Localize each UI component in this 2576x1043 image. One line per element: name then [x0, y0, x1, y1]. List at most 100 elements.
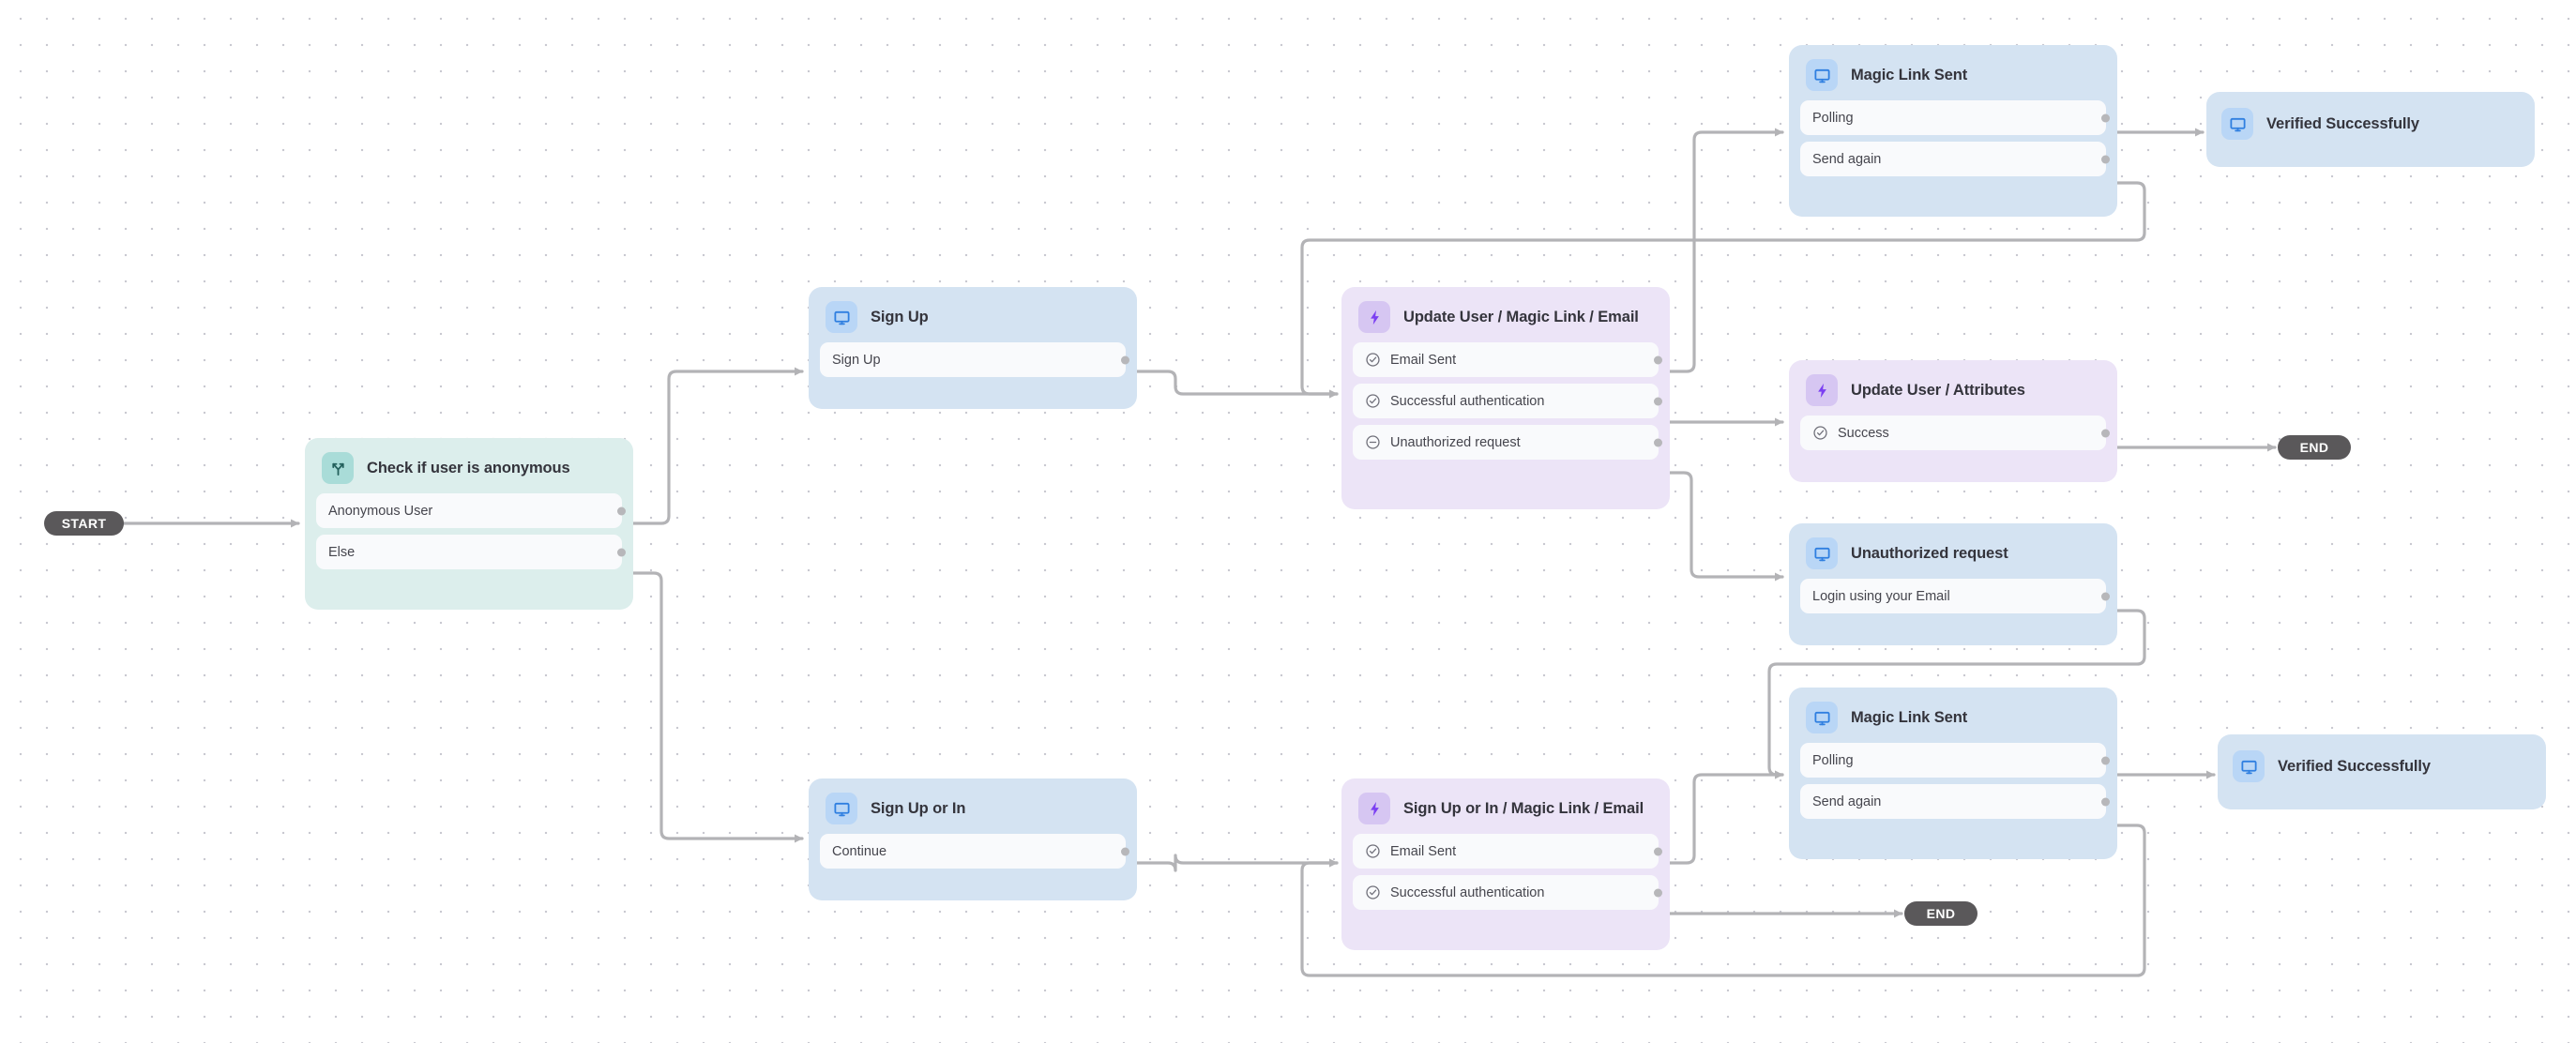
row-successful-authentication[interactable]: Successful authentication — [1353, 875, 1662, 910]
row-output-port[interactable] — [1654, 888, 1662, 897]
row-polling[interactable]: Polling — [1800, 743, 2110, 778]
node-title: Sign Up or In / Magic Link / Email — [1403, 799, 1644, 817]
branch-icon — [322, 452, 354, 484]
row-anonymous-user[interactable]: Anonymous User — [316, 493, 626, 528]
row-label: Email Sent — [1390, 843, 1457, 859]
node-rows: Login using your Email — [1800, 579, 2110, 613]
node-sign-up[interactable]: Sign Up Sign Up — [809, 287, 1137, 409]
node-verified-successfully-top[interactable]: Verified Successfully — [2206, 92, 2535, 167]
node-magic-link-sent-bottom[interactable]: Magic Link Sent Polling Send again — [1789, 688, 2117, 859]
edge-continue-to-signuporinmagic — [1127, 854, 1339, 872]
screen-icon — [826, 301, 857, 333]
end-terminal-bottom[interactable]: END — [1904, 901, 1977, 926]
row-output-port[interactable] — [2101, 113, 2110, 122]
row-send-again[interactable]: Send again — [1800, 784, 2110, 819]
node-sign-up-or-in[interactable]: Sign Up or In Continue — [809, 778, 1137, 900]
row-output-port[interactable] — [1654, 355, 1662, 364]
node-header: Sign Up or In / Magic Link / Email — [1353, 790, 1659, 827]
check-circle-icon — [1365, 884, 1381, 900]
row-output-port[interactable] — [2101, 155, 2110, 163]
screen-icon — [2233, 750, 2265, 782]
node-rows: Continue — [820, 834, 1129, 869]
node-update-user-attributes[interactable]: Update User / Attributes Success — [1789, 360, 2117, 482]
start-terminal[interactable]: START — [44, 511, 124, 536]
row-label: Success — [1838, 425, 1889, 441]
screen-icon — [1806, 537, 1838, 569]
node-rows: Polling Send again — [1800, 100, 2110, 176]
row-label: Else — [328, 544, 356, 560]
row-output-port[interactable] — [2101, 429, 2110, 437]
row-successful-authentication[interactable]: Successful authentication — [1353, 384, 1662, 418]
end-terminal-bottom-label: END — [1926, 906, 1956, 921]
row-label: Polling — [1812, 110, 1854, 126]
node-header: Magic Link Sent — [1800, 56, 2106, 94]
node-unauthorized-request[interactable]: Unauthorized request Login using your Em… — [1789, 523, 2117, 645]
bolt-icon — [1806, 374, 1838, 406]
node-title: Unauthorized request — [1851, 544, 2008, 562]
node-header: Update User / Attributes — [1800, 371, 2106, 409]
row-label: Continue — [832, 843, 887, 859]
row-email-sent[interactable]: Email Sent — [1353, 342, 1662, 377]
row-label: Successful authentication — [1390, 884, 1545, 900]
node-header: Verified Successfully — [2221, 105, 2520, 143]
row-label: Send again — [1812, 151, 1882, 167]
row-continue[interactable]: Continue — [820, 834, 1129, 869]
bolt-icon — [1358, 301, 1390, 333]
row-output-port[interactable] — [1654, 438, 1662, 446]
edge-unauthorized-to-unauthorizednode — [1654, 471, 1784, 582]
node-title: Sign Up — [871, 308, 929, 325]
row-label: Unauthorized request — [1390, 434, 1521, 450]
node-rows: Email Sent Successful authentication — [1353, 834, 1662, 910]
row-output-port[interactable] — [1121, 355, 1129, 364]
row-output-port[interactable] — [2101, 797, 2110, 806]
node-title: Magic Link Sent — [1851, 708, 1968, 726]
row-output-port[interactable] — [617, 506, 626, 515]
row-email-sent[interactable]: Email Sent — [1353, 834, 1662, 869]
node-rows: Anonymous User Else — [316, 493, 626, 569]
row-login-using-your-email[interactable]: Login using your Email — [1800, 579, 2110, 613]
end-terminal-top-label: END — [2299, 440, 2329, 455]
row-polling[interactable]: Polling — [1800, 100, 2110, 135]
row-label: Sign Up — [832, 352, 881, 368]
node-rows: Email Sent Successful authentication — [1353, 342, 1662, 460]
node-check-if-user-is-anonymous[interactable]: Check if user is anonymous Anonymous Use… — [305, 438, 633, 610]
row-label: Send again — [1812, 794, 1882, 809]
node-rows: Success — [1800, 416, 2110, 450]
check-circle-icon — [1365, 843, 1381, 859]
screen-icon — [1806, 59, 1838, 91]
minus-circle-icon — [1365, 434, 1381, 450]
node-title: Magic Link Sent — [1851, 66, 1968, 83]
node-header: Update User / Magic Link / Email — [1353, 298, 1659, 336]
screen-icon — [826, 793, 857, 824]
node-title: Update User / Magic Link / Email — [1403, 308, 1639, 325]
edge-emailsent-to-magiclinksent-top — [1654, 128, 1784, 373]
check-circle-icon — [1365, 393, 1381, 409]
row-label: Login using your Email — [1812, 588, 1950, 604]
edge-emailsent-to-magiclinksent-bottom — [1654, 770, 1784, 865]
row-output-port[interactable] — [1654, 397, 1662, 405]
node-magic-link-sent-top[interactable]: Magic Link Sent Polling Send again — [1789, 45, 2117, 217]
node-title: Verified Successfully — [2266, 114, 2419, 132]
node-sign-up-or-in-magic-link-email[interactable]: Sign Up or In / Magic Link / Email Email… — [1341, 778, 1670, 950]
node-verified-successfully-bottom[interactable]: Verified Successfully — [2218, 734, 2546, 809]
row-success[interactable]: Success — [1800, 416, 2110, 450]
node-header: Sign Up — [820, 298, 1126, 336]
row-output-port[interactable] — [2101, 756, 2110, 764]
node-header: Check if user is anonymous — [316, 449, 622, 487]
row-output-port[interactable] — [1654, 847, 1662, 855]
row-sign-up[interactable]: Sign Up — [820, 342, 1129, 377]
row-output-port[interactable] — [2101, 592, 2110, 600]
row-send-again[interactable]: Send again — [1800, 142, 2110, 176]
node-header: Sign Up or In — [820, 790, 1126, 827]
bolt-icon — [1358, 793, 1390, 824]
edge-else-to-signuporin — [620, 571, 804, 843]
row-output-port[interactable] — [1121, 847, 1129, 855]
screen-icon — [2221, 108, 2253, 140]
row-else[interactable]: Else — [316, 535, 626, 569]
row-output-port[interactable] — [617, 548, 626, 556]
node-rows: Sign Up — [820, 342, 1129, 377]
node-update-user-magic-link-email[interactable]: Update User / Magic Link / Email Email S… — [1341, 287, 1670, 509]
end-terminal-top[interactable]: END — [2278, 435, 2351, 460]
row-unauthorized-request[interactable]: Unauthorized request — [1353, 425, 1662, 460]
